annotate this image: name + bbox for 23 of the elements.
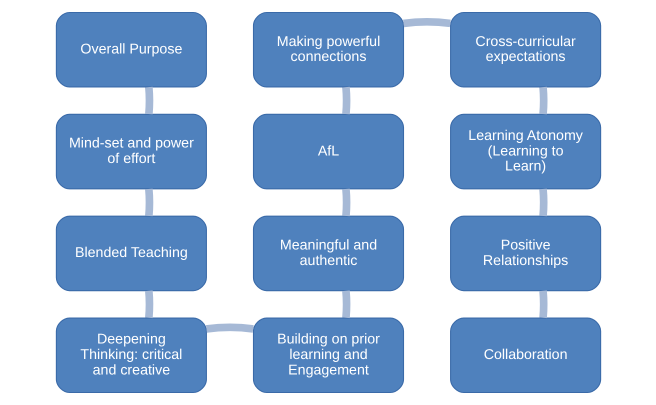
connector <box>342 188 350 216</box>
connector <box>205 324 254 333</box>
node-box: Cross-curricular expectations <box>450 12 601 88</box>
node-box: Learning Atonomy (Learning to Learn) <box>450 114 601 190</box>
connector <box>402 18 450 28</box>
node-box: Overall Purpose <box>55 12 206 88</box>
node-box: Mind-set and power of effort <box>55 114 206 190</box>
node-box: Blended Teaching <box>55 216 206 292</box>
node-box: Collaboration <box>450 317 601 394</box>
node-box: Making powerful connections <box>252 12 404 88</box>
node-box: Deepening Thinking: critical and creative <box>55 317 206 394</box>
connector <box>144 188 153 216</box>
connector <box>144 290 153 318</box>
connector <box>342 86 350 114</box>
connector <box>538 290 547 318</box>
connector <box>144 86 153 114</box>
node-box: AfL <box>252 114 404 190</box>
node-box: Building on prior learning and Engagement <box>252 317 404 394</box>
node-box: Meaningful and authentic <box>252 216 404 292</box>
connector <box>538 86 547 114</box>
connector <box>342 290 350 318</box>
node-box: Positive Relationships <box>450 216 601 292</box>
connector <box>538 188 547 216</box>
